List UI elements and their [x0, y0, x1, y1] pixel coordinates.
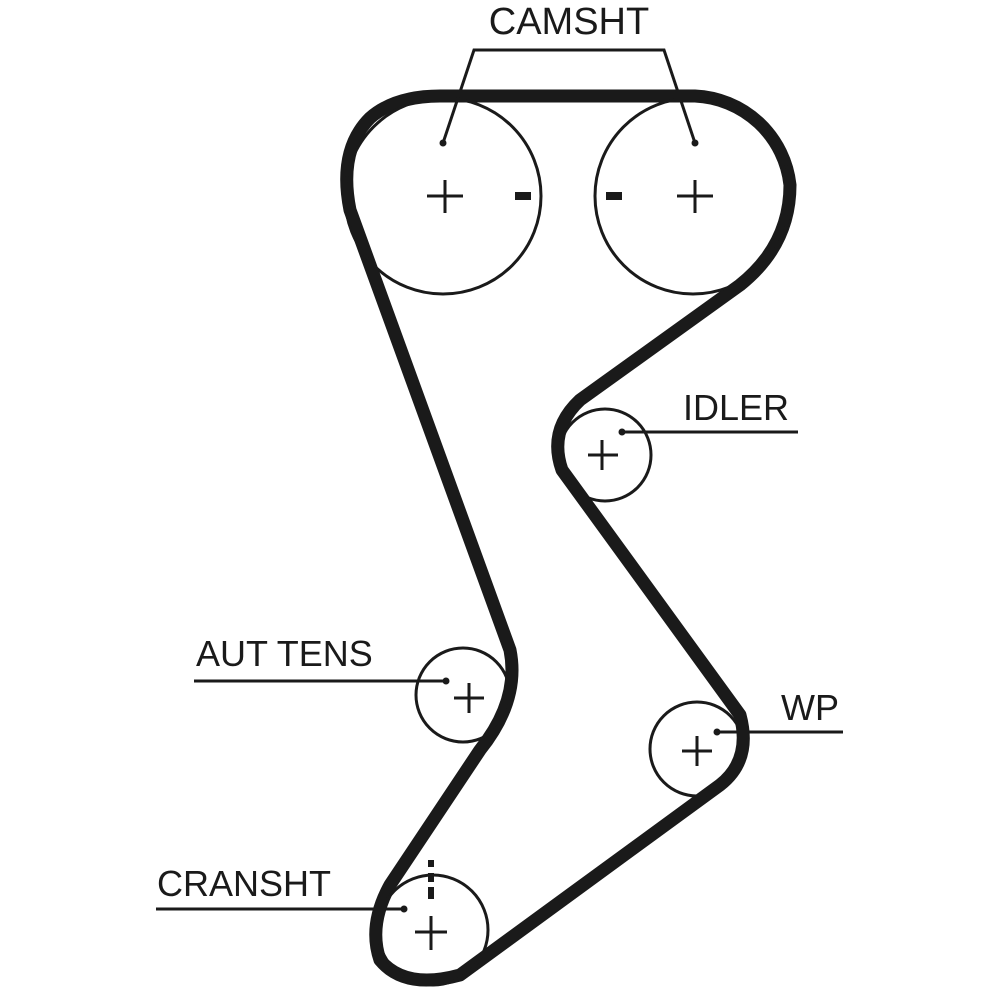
water-pump-label-group: WP [713, 687, 843, 736]
idler-label-group: IDLER [618, 387, 798, 436]
auto-tensioner-pulley [414, 646, 512, 744]
camshaft-label: CAMSHT [489, 1, 649, 43]
water-pump-label: WP [781, 687, 839, 728]
center-plus-icon [454, 683, 484, 713]
camshaft-right-pulley [593, 96, 793, 296]
center-plus-icon [682, 736, 712, 766]
crankshaft-pulley [376, 860, 490, 987]
crankshaft-label: CRANSHT [157, 863, 331, 904]
idler-label: IDLER [683, 387, 789, 428]
center-plus-icon [588, 440, 618, 470]
camshaft-leader-line [441, 48, 697, 144]
camshaft-label-group: CAMSHT [439, 1, 699, 147]
tensioner-label: AUT TENS [196, 633, 373, 674]
water-pump-pulley [648, 700, 746, 798]
center-plus-icon [415, 916, 447, 950]
tensioner-label-group: AUT TENS [194, 633, 450, 685]
timing-dashed-mark [428, 860, 434, 899]
timing-minus-mark [515, 192, 531, 200]
center-plus-icon [677, 180, 713, 213]
timing-belt [340, 89, 797, 987]
timing-minus-mark [606, 192, 622, 200]
crankshaft-label-group: CRANSHT [156, 863, 408, 913]
center-plus-icon [427, 180, 463, 213]
idler-pulley [557, 407, 653, 503]
camshaft-left-pulley [343, 96, 543, 296]
